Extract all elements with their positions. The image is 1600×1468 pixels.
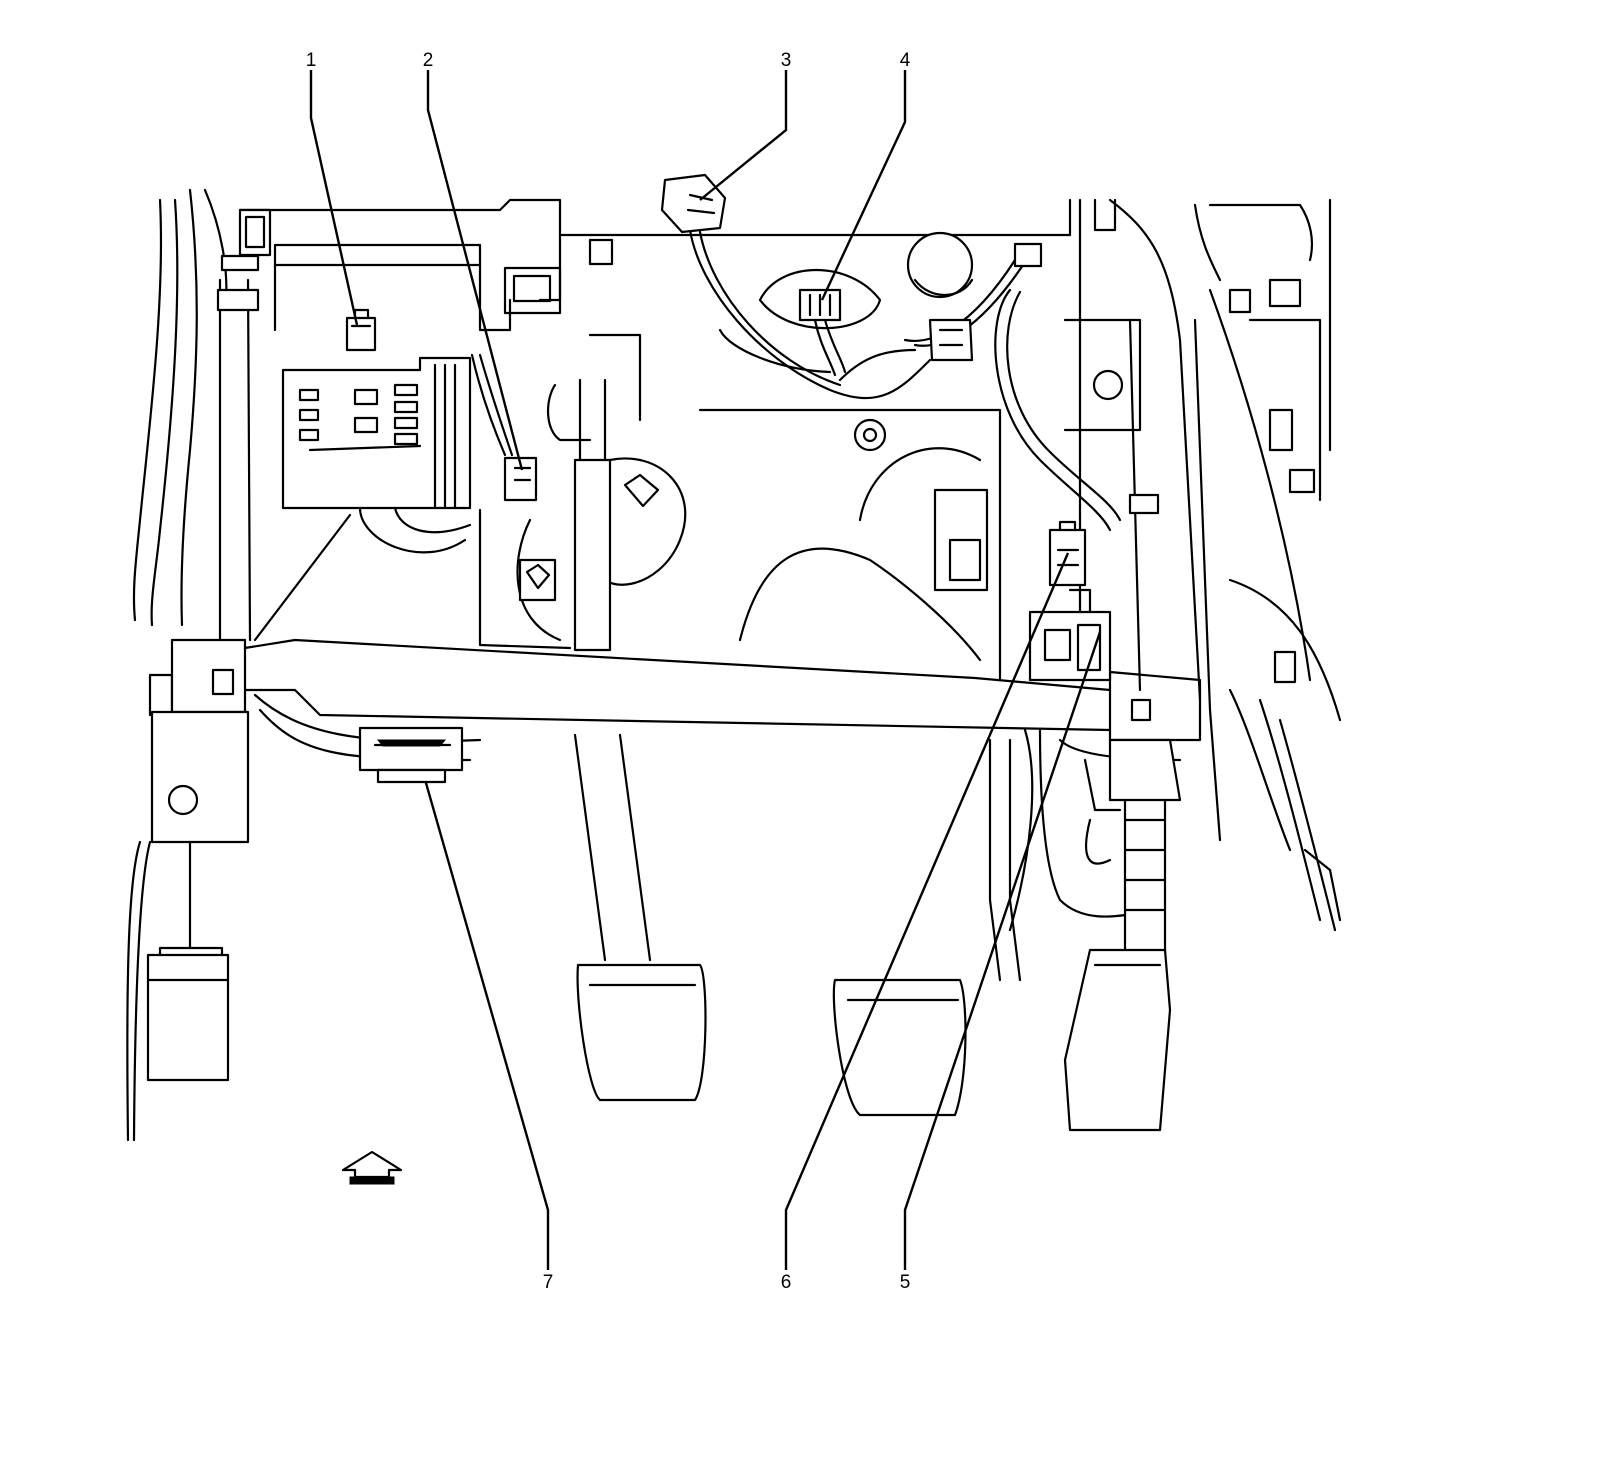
upper-right-bracket — [906, 198, 1142, 652]
leader-4 — [820, 70, 907, 301]
center-mounting-plate — [478, 408, 1002, 682]
callout-7: 7 — [543, 1272, 554, 1293]
callout-4: 4 — [900, 50, 911, 71]
connector-3 — [660, 173, 727, 234]
vehicle-front-arrow-icon — [341, 1150, 403, 1185]
cross-brace-beam — [243, 638, 1202, 762]
callout-1: 1 — [306, 50, 317, 71]
callout-2: 2 — [423, 50, 434, 71]
right-side-panel — [1108, 198, 1342, 932]
accelerator-pedal — [1038, 728, 1182, 1132]
left-lower-bracket — [126, 638, 250, 1142]
leader-6 — [784, 552, 1070, 1270]
upper-dash-panel — [238, 198, 1072, 332]
connector-4 — [758, 269, 882, 377]
upper-harness — [688, 228, 1122, 532]
leader-5 — [903, 631, 1102, 1270]
connector-6 — [1048, 520, 1087, 587]
callout-5: 5 — [900, 1272, 911, 1293]
callout-3: 3 — [781, 50, 792, 71]
leader-1 — [309, 70, 359, 326]
brake-pedal — [832, 728, 1034, 1117]
callout-labels: 1 2 3 4 7 6 5 — [306, 50, 911, 1293]
leader-3 — [699, 70, 788, 201]
left-kick-panel — [132, 188, 260, 642]
connector-7 — [358, 726, 464, 784]
leader-7 — [416, 754, 550, 1270]
leader-lines — [309, 70, 1102, 1270]
clutch-pedal — [546, 333, 707, 1102]
connector-1 — [345, 308, 377, 352]
callout-6: 6 — [781, 1272, 792, 1293]
connector-2 — [470, 353, 538, 502]
relay-block — [253, 356, 472, 642]
leader-2 — [426, 70, 524, 471]
